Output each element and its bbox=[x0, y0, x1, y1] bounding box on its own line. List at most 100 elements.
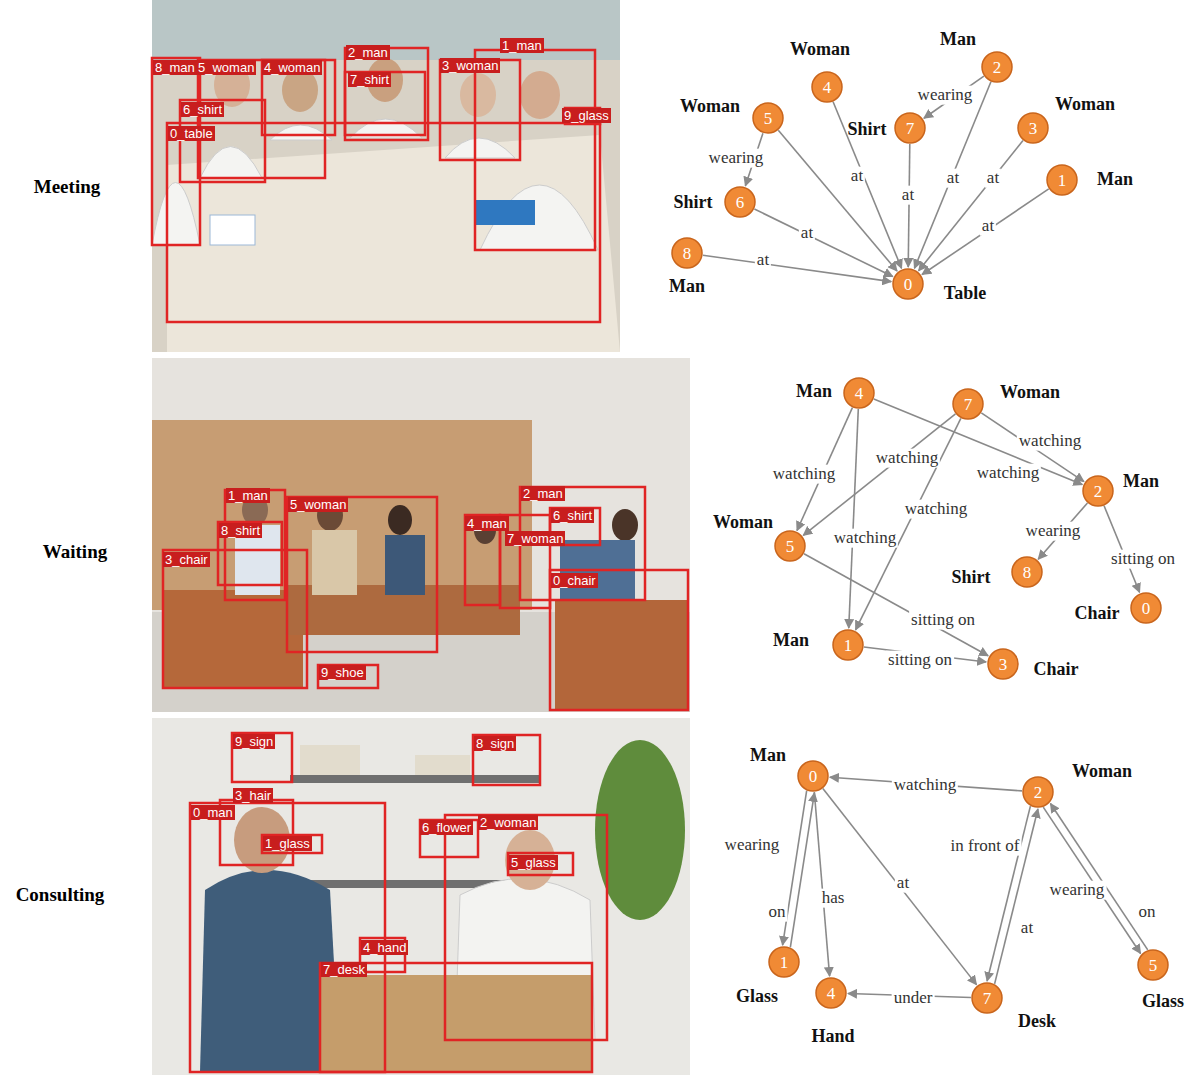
bounding-box bbox=[167, 123, 600, 322]
head bbox=[520, 71, 560, 119]
node-name: Glass bbox=[736, 987, 778, 1007]
node-number: 8 bbox=[683, 245, 692, 262]
books bbox=[415, 755, 470, 775]
relation-label: wearing bbox=[1048, 881, 1107, 900]
node-name: Shirt bbox=[673, 193, 712, 213]
box-tag: 2_man bbox=[521, 486, 565, 501]
node-circle-shape bbox=[893, 269, 923, 299]
relation-arrow bbox=[919, 140, 1023, 270]
coat bbox=[445, 138, 515, 158]
node-number: 1 bbox=[780, 954, 789, 971]
node-circle-shape bbox=[1083, 476, 1113, 506]
relation-label: sitting on bbox=[1109, 550, 1177, 569]
graph-node: 3Woman bbox=[1017, 112, 1049, 144]
bounding-box bbox=[508, 853, 573, 875]
bounding-box bbox=[345, 48, 428, 140]
bounding-box bbox=[225, 490, 285, 600]
relation-label: wearing bbox=[723, 836, 782, 855]
node-number: 7 bbox=[983, 990, 992, 1007]
relation-label: wearing bbox=[916, 86, 975, 105]
node-name: Glass bbox=[1142, 992, 1184, 1012]
row-title: Consulting bbox=[16, 884, 105, 906]
node-circle-shape bbox=[775, 531, 805, 561]
graph-node: 1Man bbox=[832, 629, 864, 661]
box-tag: 2_woman bbox=[478, 815, 538, 830]
relation-label: at bbox=[849, 167, 865, 186]
graph-node: 6Shirt bbox=[724, 186, 756, 218]
node-circle-shape bbox=[769, 947, 799, 977]
node-number: 2 bbox=[993, 59, 1002, 76]
node-name: Man bbox=[940, 30, 976, 50]
relation-arrow bbox=[995, 809, 1038, 984]
box-tag: 0_table bbox=[168, 126, 215, 141]
head bbox=[460, 73, 496, 117]
node-circle-shape bbox=[816, 978, 846, 1008]
node-number: 1 bbox=[844, 637, 853, 654]
graph-node: 2Man bbox=[1082, 475, 1114, 507]
node-circle-shape bbox=[833, 630, 863, 660]
node-circle-shape bbox=[672, 238, 702, 268]
node-name: Man bbox=[1097, 170, 1133, 190]
node-name: Man bbox=[773, 631, 809, 651]
node-circle-shape bbox=[1138, 950, 1168, 980]
box-tag: 3_chair bbox=[163, 552, 210, 567]
bounding-box bbox=[473, 735, 540, 785]
node-name: Woman bbox=[713, 513, 773, 533]
coat bbox=[270, 125, 332, 140]
table-top bbox=[167, 135, 620, 352]
box-tag: 1_man bbox=[226, 488, 270, 503]
relation-label: watching bbox=[903, 500, 969, 519]
graph-node: 7Desk bbox=[971, 982, 1003, 1014]
consulting-photo bbox=[152, 718, 690, 1075]
head bbox=[612, 509, 638, 541]
bounding-box bbox=[218, 522, 282, 585]
graph-node: 7Shirt bbox=[894, 112, 926, 144]
node-number: 4 bbox=[827, 985, 836, 1002]
graph-node: 4Woman bbox=[811, 71, 843, 103]
relation-label: at bbox=[945, 169, 961, 188]
photo-ground bbox=[152, 718, 690, 1075]
node-circle-shape bbox=[1047, 165, 1077, 195]
node-name: Shirt bbox=[847, 120, 886, 140]
plant bbox=[595, 740, 685, 920]
relation-label: watching bbox=[975, 464, 1041, 483]
bounding-box bbox=[287, 497, 437, 652]
relation-label: watching bbox=[832, 529, 898, 548]
node-circle-shape bbox=[1023, 777, 1053, 807]
body bbox=[385, 535, 425, 595]
box-tag: 5_woman bbox=[196, 60, 256, 75]
box-tag: 5_glass bbox=[509, 855, 558, 870]
box-tag: 7_woman bbox=[505, 531, 565, 546]
graph-node: 4Man bbox=[843, 377, 875, 409]
node-number: 5 bbox=[764, 110, 773, 127]
box-tag: 8_shirt bbox=[219, 523, 262, 538]
graph-node: 8Shirt bbox=[1011, 556, 1043, 588]
node-number: 0 bbox=[1142, 600, 1151, 617]
node-number: 5 bbox=[1149, 957, 1158, 974]
folder bbox=[475, 200, 535, 225]
body bbox=[312, 530, 357, 595]
relation-arrow bbox=[823, 789, 977, 985]
node-number: 5 bbox=[786, 538, 795, 555]
graph-node: 1Glass bbox=[768, 946, 800, 978]
node-number: 7 bbox=[964, 396, 973, 413]
chair bbox=[555, 600, 688, 710]
relation-label: has bbox=[820, 889, 847, 908]
relation-arrow bbox=[856, 418, 961, 629]
box-tag: 8_sign bbox=[474, 736, 516, 751]
node-name: Man bbox=[1123, 472, 1159, 492]
coat bbox=[152, 183, 200, 246]
head bbox=[388, 505, 412, 535]
relation-label: at bbox=[895, 874, 911, 893]
node-number: 4 bbox=[823, 79, 832, 96]
node-number: 2 bbox=[1034, 784, 1043, 801]
graph-node: 4Hand bbox=[815, 977, 847, 1009]
node-circle-shape bbox=[798, 761, 828, 791]
relation-arrow bbox=[1050, 804, 1147, 950]
desk bbox=[320, 975, 592, 1072]
node-number: 1 bbox=[1058, 172, 1067, 189]
node-number: 3 bbox=[1029, 120, 1038, 137]
relation-label: at bbox=[900, 186, 916, 205]
graph-node: 0Table bbox=[892, 268, 924, 300]
